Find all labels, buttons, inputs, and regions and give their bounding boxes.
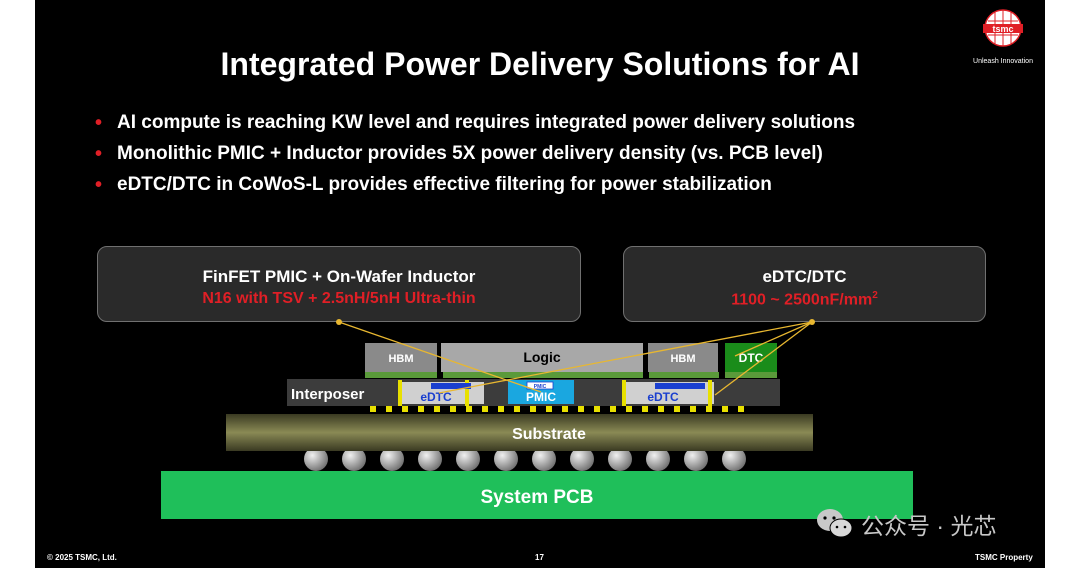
dtc-callout-title: eDTC/DTC (762, 267, 847, 286)
logic-die (441, 343, 643, 372)
bullet-text: Monolithic PMIC + Inductor provides 5X p… (117, 143, 823, 164)
wechat-watermark: 公众号 · 光芯 (815, 506, 996, 542)
bullet-item: • eDTC/DTC in CoWoS-L provides effective … (95, 172, 855, 203)
pmic-callout: FinFET PMIC + On-Wafer Inductor N16 with… (97, 246, 581, 322)
slide: Integrated Power Delivery Solutions for … (35, 0, 1045, 568)
dtc-label: DTC (739, 351, 764, 365)
bullet-list: • AI compute is reaching KW level and req… (95, 110, 855, 203)
hbm-right-label: HBM (670, 353, 695, 365)
micro-bumps-logic (443, 372, 643, 378)
edtc-right-label: eDTC (647, 390, 679, 404)
logo-tagline: Unleash Innovation (973, 58, 1033, 65)
pmic-callout-title: FinFET PMIC + On-Wafer Inductor (202, 267, 476, 286)
bga-balls (304, 447, 746, 471)
wechat-icon (817, 509, 853, 538)
bullet-item: • Monolithic PMIC + Inductor provides 5X … (95, 141, 855, 172)
hbm-left-label: HBM (388, 353, 413, 365)
bullet-marker: • (95, 174, 103, 196)
hbm-left (365, 343, 437, 372)
bullet-text: eDTC/DTC in CoWoS-L provides effective f… (117, 174, 772, 195)
bga-ball (456, 447, 480, 471)
footer-property: TSMC Property (975, 553, 1033, 562)
c4-bumps (370, 406, 744, 412)
substrate (226, 414, 813, 451)
bga-ball (342, 447, 366, 471)
dtc-callout-detail: 1100 ~ 2500nF/mm2 (624, 290, 985, 309)
edtc-left-label: eDTC (420, 390, 452, 404)
micro-bumps-right (649, 372, 719, 378)
bga-ball (570, 447, 594, 471)
bga-ball (380, 447, 404, 471)
watermark-text: 公众号 · 光芯 (861, 513, 997, 539)
package-cross-section: System PCB Substrate (161, 319, 913, 519)
bullet-text: AI compute is reaching KW level and requ… (117, 112, 856, 133)
leader-anchor-right (809, 319, 815, 325)
tsmc-logo-icon: tsmc (983, 9, 1023, 47)
bga-ball (646, 447, 670, 471)
bga-ball (684, 447, 708, 471)
bullet-marker: • (95, 112, 103, 134)
leader-lines (338, 321, 813, 396)
leader-anchor-left (336, 319, 342, 325)
bga-ball (418, 447, 442, 471)
bullet-item: • AI compute is reaching KW level and req… (95, 110, 855, 141)
pmic-callout-detail: N16 with TSV + 2.5nH/5nH Ultra-thin (202, 290, 476, 307)
micro-bumps-dtc (725, 372, 777, 378)
system-pcb (161, 471, 913, 519)
dtc-density-exponent: 2 (872, 290, 878, 301)
system-pcb-label: System PCB (481, 487, 594, 508)
micro-bumps-left (365, 372, 437, 378)
substrate-label: Substrate (512, 426, 586, 443)
slide-title: Integrated Power Delivery Solutions for … (220, 46, 860, 82)
bga-ball (722, 447, 746, 471)
interposer-label: Interposer (291, 386, 365, 403)
pmic-inductor-label: PMIC (534, 384, 547, 390)
tsmc-logo-wordmark: tsmc (992, 24, 1013, 34)
bga-ball (608, 447, 632, 471)
footer-page-number: 17 (535, 553, 544, 562)
bga-ball (532, 447, 556, 471)
bga-ball (304, 447, 328, 471)
tsmc-logo: tsmc Unleash Innovation (963, 8, 1043, 65)
bga-ball (494, 447, 518, 471)
hbm-right (648, 343, 718, 372)
dtc-density: 1100 ~ 2500nF/mm (731, 291, 873, 309)
footer-copyright: © 2025 TSMC, Ltd. (47, 553, 117, 562)
pmic-label: PMIC (526, 390, 556, 404)
pmic-inductor (526, 381, 554, 390)
logic-label: Logic (523, 349, 561, 365)
dtc-callout: eDTC/DTC 1100 ~ 2500nF/mm2 (623, 246, 986, 322)
bullet-marker: • (95, 143, 103, 165)
